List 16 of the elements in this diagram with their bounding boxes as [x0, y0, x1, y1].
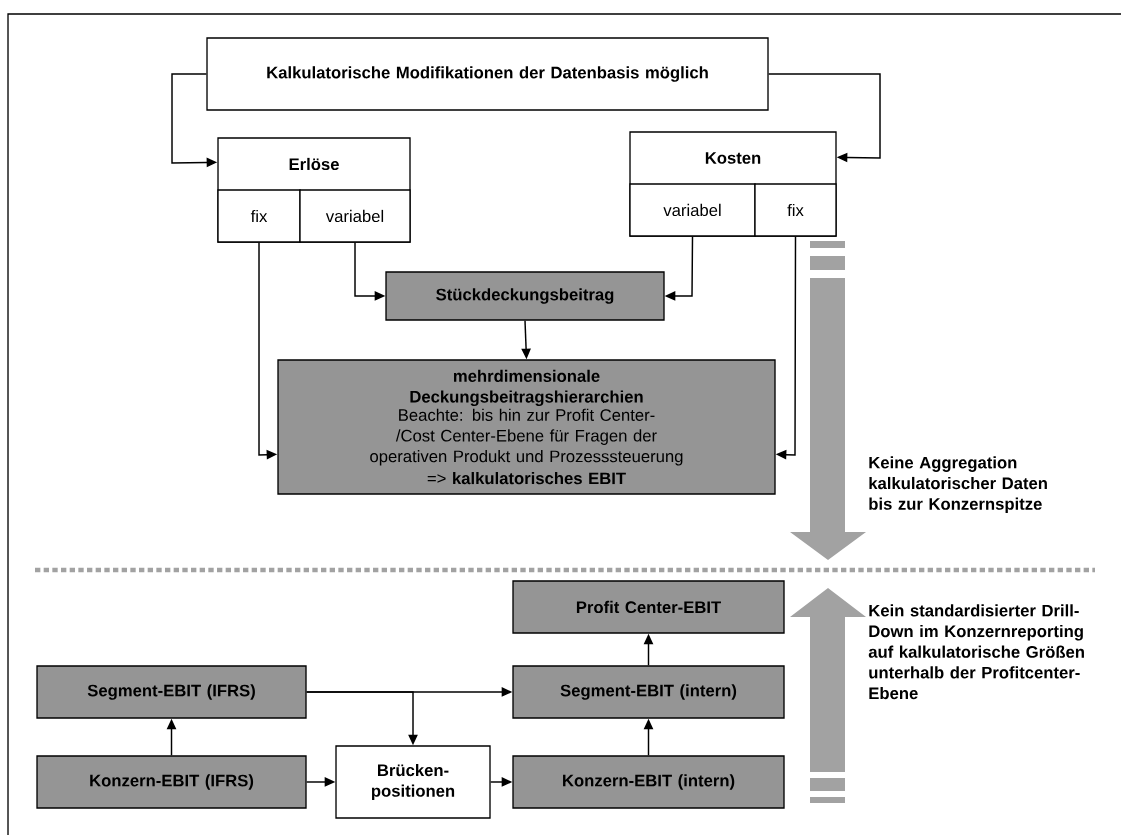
- process-box: Konzern-EBIT (IFRS): [36, 755, 307, 809]
- side-note: Kein standardisierter Drill-Down im Konzernreporting auf kalkulatorische Größen unterhalb der Profitcenter-Ebene: [868, 604, 1084, 700]
- title-box: Kalkulatorische Modifikationen der Datenbasis möglich: [206, 37, 769, 111]
- process-box: mehrdimensionale Deckungsbeitragshierarchien Beachte: bis hin zur Profit Center-/Cost Center-Ebene für Fragen der operativen Produkt und Prozesssteuerung => kalkulatorisches EBIT: [277, 359, 776, 495]
- table-cell: fix: [754, 183, 837, 237]
- arrow: [767, 73, 881, 163]
- table-cell: fix: [217, 189, 301, 243]
- process-box: Brücken-positionen: [335, 745, 491, 819]
- table-cell: variabel: [629, 183, 756, 237]
- table-cell: variabel: [299, 189, 411, 243]
- process-box: Segment-EBIT (intern): [512, 665, 785, 719]
- side-note: Keine Aggregation kalkulatorischer Daten bis zur Konzernspitze: [869, 456, 1047, 514]
- process-box: Stückdeckungsbeitrag: [385, 271, 665, 321]
- process-box: Profit Center-EBIT: [512, 580, 785, 634]
- process-box: Konzern-EBIT (intern): [512, 755, 785, 809]
- process-box: Segment-EBIT (IFRS): [36, 665, 307, 719]
